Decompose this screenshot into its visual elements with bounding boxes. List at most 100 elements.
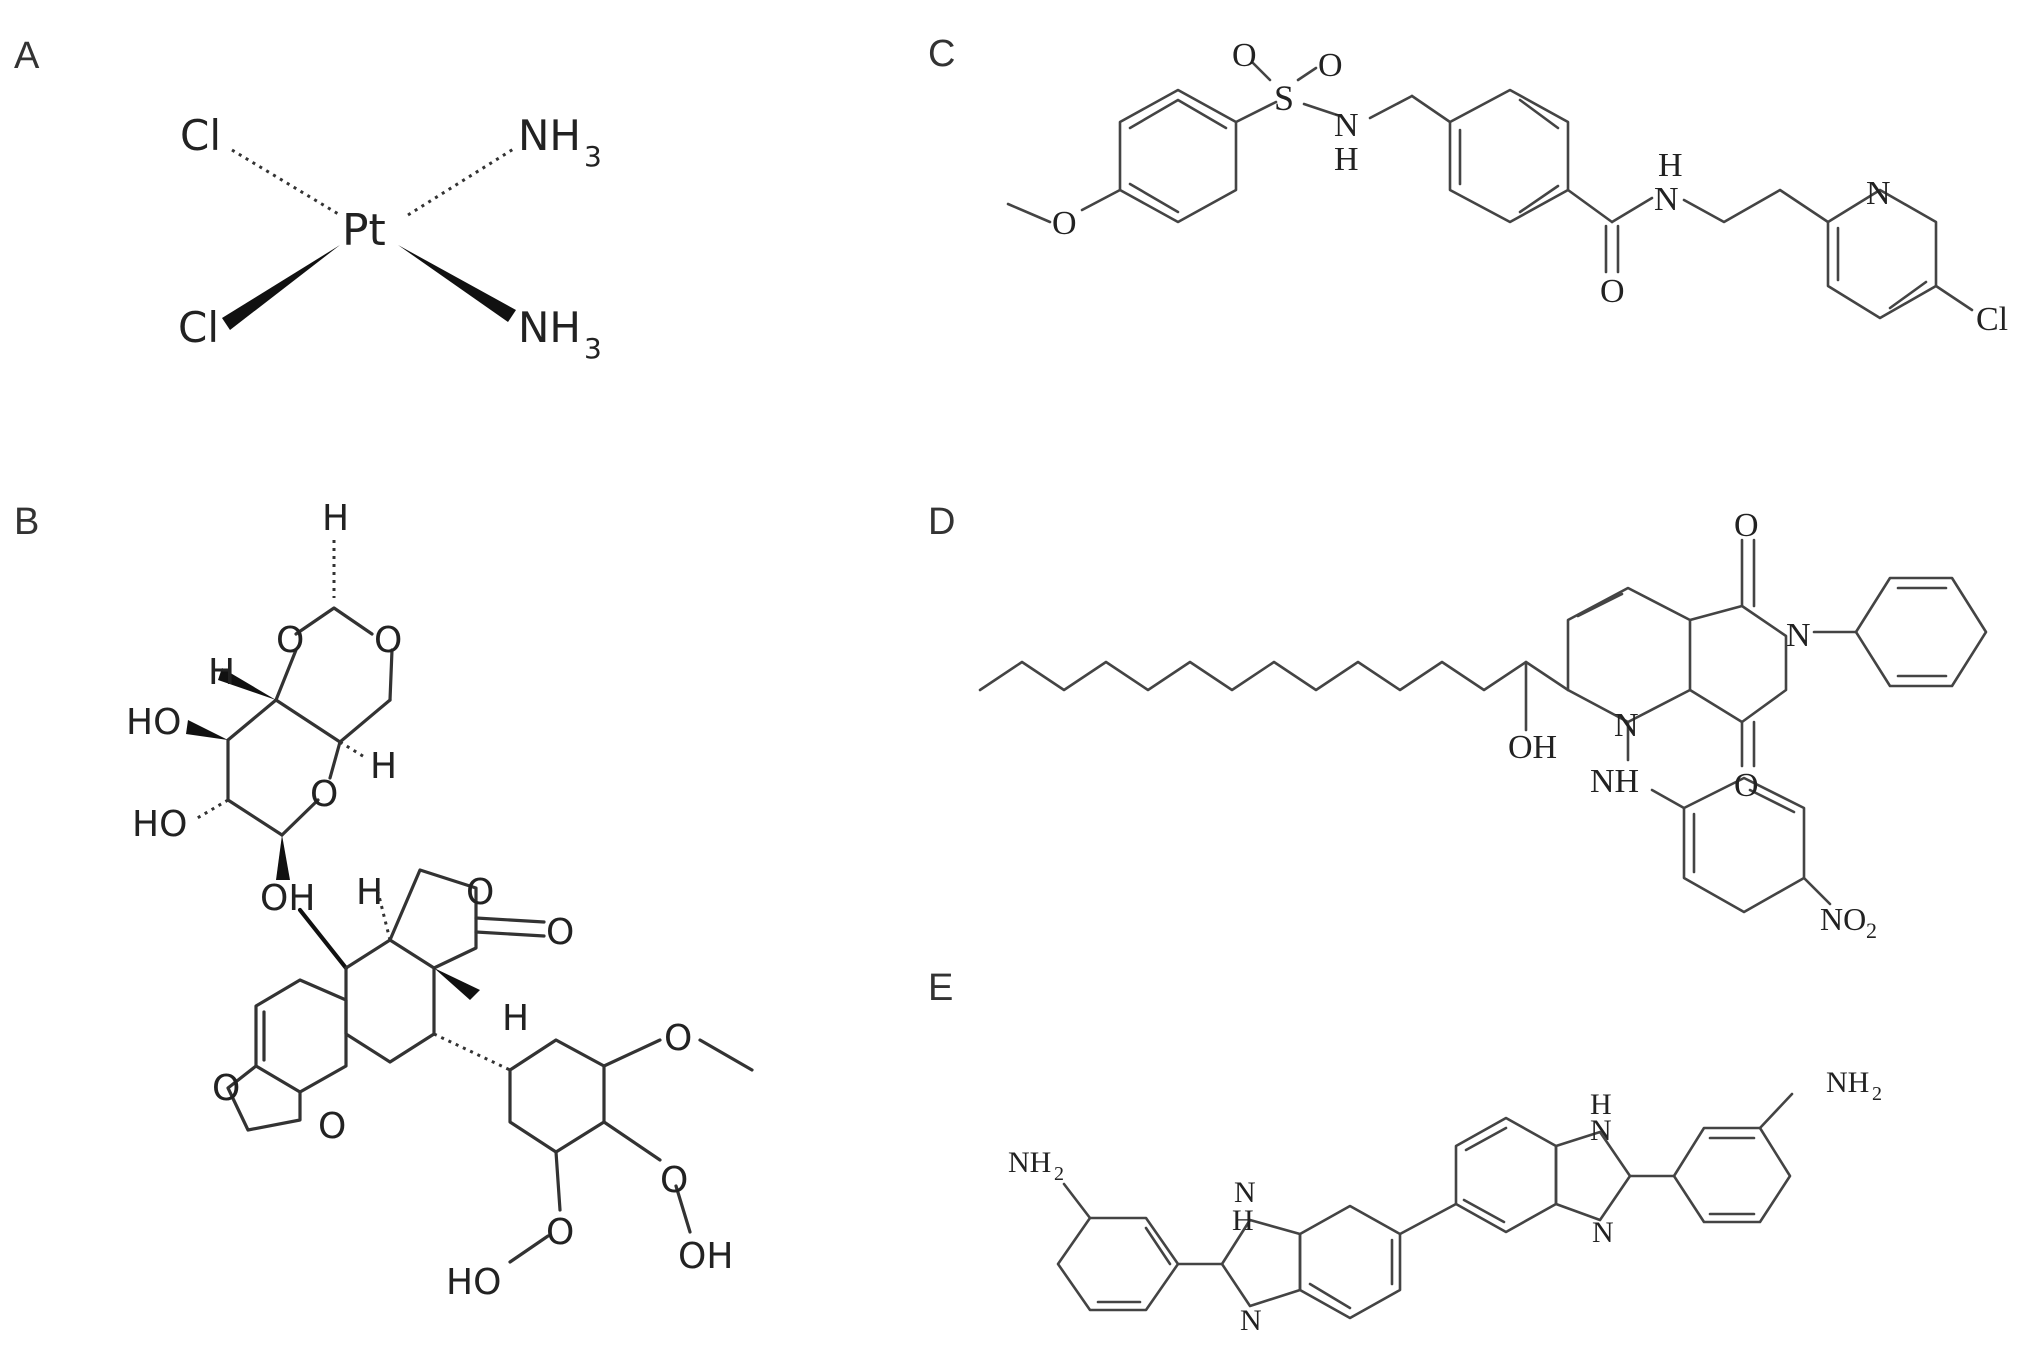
atom-b-oh-right: OH bbox=[678, 1236, 733, 1277]
atom-b-o-ring1: O bbox=[276, 620, 304, 661]
atom-e-nh2-left: NH bbox=[1008, 1146, 1051, 1179]
atom-nh3-bottom-sub: 3 bbox=[584, 332, 602, 365]
atom-e-n-bottom-right: N bbox=[1592, 1216, 1614, 1249]
bond-o2-ch2 bbox=[388, 648, 394, 702]
ring-central-close bbox=[344, 938, 392, 970]
atom-c-o-top1: O bbox=[1232, 37, 1257, 74]
bond-nh-ring bbox=[1650, 788, 1686, 810]
atom-nh3-top: NH bbox=[518, 111, 581, 160]
atom-cl-top: Cl bbox=[180, 111, 221, 160]
bond-pt-cl-hashed bbox=[231, 148, 341, 217]
bond-pt-nh3-hashed bbox=[407, 146, 516, 217]
bond-methyl bbox=[698, 1038, 754, 1072]
ring-e-aniline-right bbox=[1672, 1126, 1792, 1224]
bond-me bbox=[1006, 202, 1052, 224]
structure-d-imide: O N O OH N NH NO 2 bbox=[978, 507, 1988, 943]
bond-s-n bbox=[1302, 102, 1342, 118]
bond-link bbox=[297, 907, 349, 971]
structure-a-cisplatin: Cl Cl Pt NH 3 NH 3 bbox=[178, 111, 602, 365]
bond-c-n bbox=[1610, 196, 1654, 224]
bond-ethyl bbox=[1682, 188, 1830, 224]
atom-d-no2-sub: 2 bbox=[1866, 918, 1877, 943]
atom-b-o-methoxy: O bbox=[664, 1018, 692, 1059]
ring-d-np-db2 bbox=[1748, 788, 1796, 814]
panel-label-a: A bbox=[14, 35, 40, 77]
atom-b-h-lactone: H bbox=[356, 872, 383, 913]
atom-b-o-peroxy2: O bbox=[546, 1212, 574, 1253]
bond-oo-r bbox=[674, 1184, 692, 1234]
atom-e-n-top-left: N bbox=[1234, 1176, 1256, 1209]
atom-e-nh2-right-sub: 2 bbox=[1872, 1083, 1882, 1105]
atom-e-h-top-left: H bbox=[1232, 1204, 1254, 1237]
wedge-ho bbox=[186, 720, 228, 740]
ring-e-bl-db bbox=[1308, 1282, 1352, 1310]
bond-e-nh2-left bbox=[1062, 1182, 1092, 1220]
atom-c-n-pyridine: N bbox=[1866, 175, 1891, 212]
bond-ch2-c bbox=[338, 698, 392, 744]
ring-d-db bbox=[1576, 592, 1624, 618]
bond-co bbox=[474, 916, 546, 924]
panel-label-e: E bbox=[928, 967, 953, 1009]
bond-s-o1 bbox=[1250, 60, 1272, 82]
ring-c2-db3 bbox=[1518, 184, 1560, 214]
atom-d-o-bottom: O bbox=[1734, 767, 1759, 804]
bond-pt-nh3-wedge bbox=[398, 245, 516, 322]
ring-aryl bbox=[508, 1038, 606, 1154]
bond-methoxy bbox=[602, 1038, 662, 1068]
atom-c-n1: N bbox=[1334, 107, 1359, 144]
atom-b-o-diox2: O bbox=[318, 1106, 346, 1147]
ring-d-imide bbox=[1688, 604, 1788, 724]
hash-h-right bbox=[339, 740, 367, 760]
atom-c-h-amide: H bbox=[1658, 147, 1683, 184]
bond-sugar-right bbox=[328, 740, 342, 780]
structure-c-sulfonamide: O O O S N H H N O N Cl bbox=[1006, 37, 2008, 338]
panel-label-d: D bbox=[928, 501, 955, 543]
ring-dioxole bbox=[226, 1064, 302, 1132]
atom-e-h-top-right: H bbox=[1590, 1088, 1612, 1121]
atom-c-o-amide: O bbox=[1600, 273, 1625, 310]
atom-b-o-peroxy1: O bbox=[660, 1160, 688, 1201]
ring-e-br-db2 bbox=[1462, 1198, 1506, 1224]
wedge-h-left bbox=[218, 668, 276, 700]
bond-ring-o bbox=[280, 798, 320, 837]
ring-e-benzo-right bbox=[1454, 1116, 1558, 1234]
bond-e-biaryl bbox=[1398, 1202, 1458, 1236]
bond-ch2-ring bbox=[1410, 94, 1452, 124]
atom-d-oh: OH bbox=[1508, 729, 1557, 766]
ring-e-aniline-left bbox=[1056, 1216, 1180, 1312]
atom-c-h1: H bbox=[1334, 141, 1359, 178]
panel-label-c: C bbox=[928, 33, 955, 75]
atom-pt: Pt bbox=[342, 205, 386, 256]
bond-pt-cl-wedge bbox=[222, 245, 340, 330]
bond-n-ch2 bbox=[1368, 94, 1414, 120]
atom-b-h-right: H bbox=[370, 746, 397, 787]
bond-co-2 bbox=[474, 930, 546, 938]
bond-oo-l bbox=[508, 1234, 550, 1264]
atom-b-o-ring2: O bbox=[374, 620, 402, 661]
atom-d-nh: NH bbox=[1590, 763, 1639, 800]
atom-b-o-ring3: O bbox=[310, 774, 338, 815]
atom-e-n-top-right: N bbox=[1590, 1114, 1612, 1147]
bond-no2 bbox=[1802, 876, 1832, 906]
hash-h-lactone bbox=[376, 891, 392, 941]
hash-ho2 bbox=[193, 798, 229, 822]
ring-c1-db2 bbox=[1128, 182, 1180, 214]
ring-e-imid-right bbox=[1554, 1130, 1632, 1222]
bond-peroxy-l bbox=[554, 1150, 562, 1212]
wedge-h-lower bbox=[434, 968, 480, 1000]
bond-s-o2 bbox=[1296, 66, 1318, 82]
atom-e-nh2-right: NH bbox=[1826, 1066, 1869, 1099]
bond-o1-c bbox=[274, 648, 298, 702]
atom-d-no2: NO bbox=[1820, 901, 1866, 937]
ring-c2 bbox=[1448, 88, 1570, 224]
atom-c-o-top2: O bbox=[1318, 47, 1343, 84]
bond-e-nh2-right bbox=[1758, 1092, 1794, 1130]
bond-peroxy-r bbox=[602, 1120, 662, 1162]
bond-fused bbox=[274, 698, 342, 744]
panel-label-b: B bbox=[14, 501, 39, 543]
atom-e-nh2-left-sub: 2 bbox=[1054, 1163, 1064, 1185]
atom-cl-bottom: Cl bbox=[178, 303, 219, 352]
structure-e-bisbenzimidazole: NH 2 NH 2 N H N H N N bbox=[1008, 1066, 1882, 1337]
atom-nh3-top-sub: 3 bbox=[584, 140, 602, 173]
bond-sugar-left bbox=[226, 698, 284, 837]
